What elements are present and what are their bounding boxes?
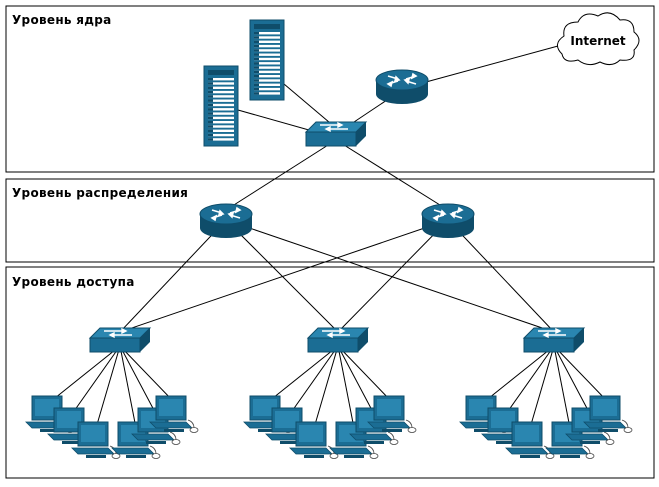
switch-icon: [523, 327, 585, 353]
network-link: [289, 345, 339, 415]
distribution-layer-frame: [5, 178, 655, 263]
access-layer-label: Уровень доступа: [12, 275, 135, 289]
server-tower-icon: [249, 19, 285, 101]
workstation-icon: [289, 421, 339, 459]
network-link: [119, 219, 227, 333]
access-layer-frame: [5, 266, 655, 479]
core-layer-label: Уровень ядра: [12, 13, 112, 27]
internet-label: Internet: [570, 34, 625, 48]
network-link: [119, 219, 449, 333]
router-icon: [375, 69, 429, 105]
network-link: [337, 219, 449, 333]
network-link: [553, 345, 609, 403]
network-link: [335, 139, 449, 211]
network-link: [225, 139, 337, 211]
workstation-icon: [71, 421, 121, 459]
switch-icon: [89, 327, 151, 353]
network-link: [119, 345, 137, 429]
network-link: [95, 345, 121, 429]
distribution-layer-label: Уровень распределения: [12, 186, 189, 200]
workstation-icon: [367, 395, 417, 433]
network-link: [283, 83, 337, 129]
router-icon: [421, 203, 475, 239]
network-link: [71, 345, 121, 415]
network-link: [237, 109, 317, 133]
core-layer-frame: [5, 5, 655, 173]
network-link: [425, 45, 559, 83]
network-link: [529, 345, 555, 429]
network-link: [553, 345, 571, 429]
network-link: [553, 345, 591, 415]
network-link: [119, 345, 157, 415]
network-link: [49, 345, 121, 403]
network-link: [119, 345, 175, 403]
network-link: [313, 345, 339, 429]
network-link: [337, 345, 393, 403]
workstation-icon: [505, 421, 555, 459]
cloud-icon: [557, 12, 640, 66]
network-link: [267, 345, 339, 403]
network-link: [447, 219, 555, 333]
network-link: [483, 345, 555, 403]
workstation-icon: [149, 395, 199, 433]
switch-icon: [307, 327, 369, 353]
workstation-icon: [583, 395, 633, 433]
network-links: [49, 45, 609, 429]
network-link: [225, 219, 555, 333]
switch-icon: [305, 121, 367, 147]
network-link: [337, 345, 375, 415]
network-link: [225, 219, 339, 333]
network-nodes: Internet: [25, 12, 640, 459]
router-icon: [199, 203, 253, 239]
network-link: [337, 345, 355, 429]
network-link: [505, 345, 555, 415]
server-tower-icon: [203, 65, 239, 147]
